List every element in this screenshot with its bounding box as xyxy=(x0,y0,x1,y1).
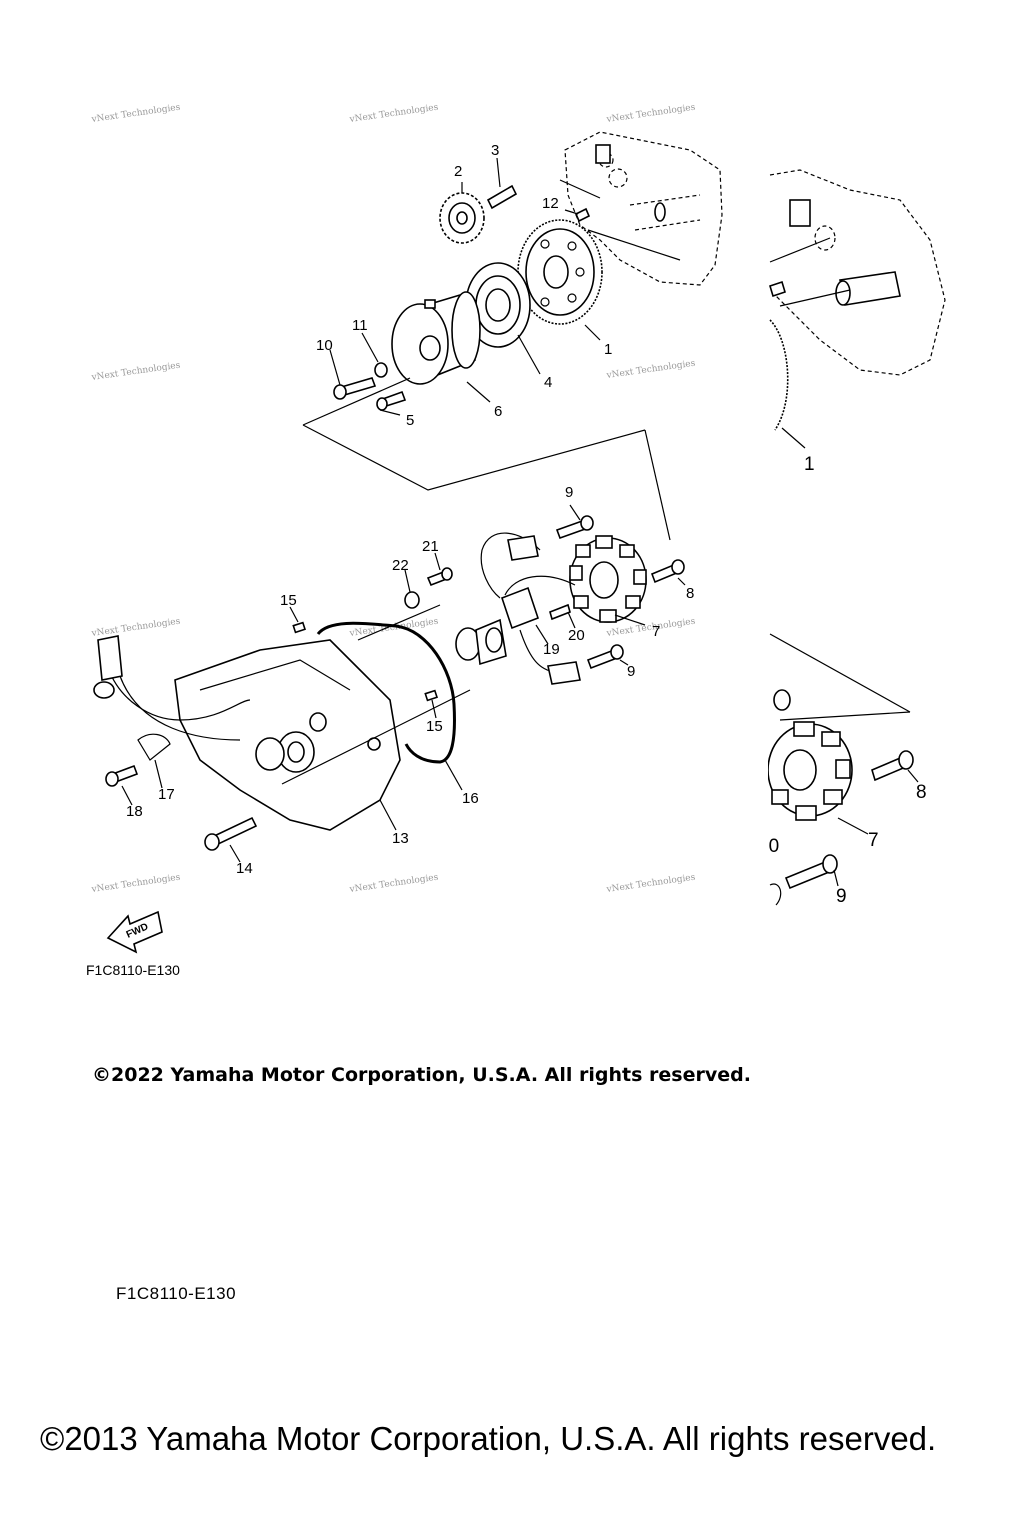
callout-17: 17 xyxy=(158,786,175,803)
watermark: vNext Technologies xyxy=(90,103,181,126)
stator-coil xyxy=(569,535,647,623)
detail-callout-7: 7 xyxy=(868,830,879,851)
detail-crankcase-view: 1 xyxy=(769,169,946,475)
callout-16: 16 xyxy=(462,790,479,807)
detail-callout-1: 1 xyxy=(804,454,815,475)
idle-gear xyxy=(439,192,485,244)
pickup-coil xyxy=(500,586,540,630)
oil-seal xyxy=(455,618,507,666)
assembly-axis-line xyxy=(281,689,471,785)
assembly-axis-line xyxy=(357,604,441,641)
assembly-bracket-line xyxy=(587,229,681,261)
wire-clamp xyxy=(507,535,539,561)
cover-bolt xyxy=(204,816,258,851)
assembly-bracket-line xyxy=(559,179,601,199)
watermark: vNext Technologies xyxy=(348,873,439,896)
woodruff-key xyxy=(574,207,591,223)
crankcase-outline xyxy=(564,131,723,286)
dowel-pin xyxy=(424,689,438,702)
callout-15: 15 xyxy=(426,718,443,735)
callout-7: 7 xyxy=(652,623,660,640)
callout-14: 14 xyxy=(236,860,253,877)
callout-15: 15 xyxy=(280,592,297,609)
bolt xyxy=(549,603,571,621)
watermark: vNext Technologies xyxy=(90,617,181,640)
assembly-bracket-line xyxy=(302,377,411,426)
shaft xyxy=(486,184,518,210)
stator-bolt xyxy=(555,515,594,540)
callout-19: 19 xyxy=(543,641,560,658)
detail-callout-9: 9 xyxy=(836,886,847,907)
watermark-group: vNext Technologies vNext Technologies vN… xyxy=(90,103,696,896)
washer xyxy=(374,362,388,378)
watermark: vNext Technologies xyxy=(90,873,181,896)
callout-10: 10 xyxy=(316,337,333,354)
watermark: vNext Technologies xyxy=(605,359,696,382)
starter-wheel-gear xyxy=(517,219,603,325)
watermark: vNext Technologies xyxy=(605,103,696,126)
callout-3: 3 xyxy=(491,142,499,159)
detail-crop-mask xyxy=(740,140,768,930)
copyright-2013: ©2013 Yamaha Motor Corporation, U.S.A. A… xyxy=(40,1420,937,1457)
detail-stator-view: 7 8 9 20 xyxy=(758,633,927,907)
generator-cover xyxy=(174,639,401,831)
watermark: vNext Technologies xyxy=(348,617,439,640)
detail-callout-8: 8 xyxy=(916,782,927,803)
callout-1: 1 xyxy=(604,341,612,358)
watermark: vNext Technologies xyxy=(348,103,439,126)
stator-bolt xyxy=(650,559,685,584)
fwd-direction-arrow: FWD xyxy=(106,910,163,954)
drawing-code-small: F1C8110-E130 xyxy=(86,962,180,978)
callout-4: 4 xyxy=(544,374,552,391)
callout-2: 2 xyxy=(454,163,462,180)
callout-22: 22 xyxy=(392,557,409,574)
callout-8: 8 xyxy=(686,585,694,602)
assembly-axis-line xyxy=(644,429,671,541)
callout-11: 11 xyxy=(352,317,368,334)
assembly-bracket-line xyxy=(302,424,646,491)
callout-labels: 1 2 3 4 5 6 7 8 9 9 10 11 12 13 14 15 15… xyxy=(126,142,694,877)
cover-gasket xyxy=(316,621,456,764)
stator-lead-wire xyxy=(504,575,576,596)
callout-21: 21 xyxy=(422,538,439,555)
wire-clamp xyxy=(137,733,171,761)
callout-20: 20 xyxy=(568,627,585,644)
watermark: vNext Technologies xyxy=(90,361,181,384)
washer xyxy=(404,591,420,609)
bolt xyxy=(105,764,139,787)
watermark: vNext Technologies xyxy=(605,873,696,896)
copyright-2022: ©2022 Yamaha Motor Corporation, U.S.A. A… xyxy=(92,1064,751,1086)
grommet xyxy=(547,661,581,685)
callout-13: 13 xyxy=(392,830,409,847)
callout-9: 9 xyxy=(565,484,573,501)
bolt xyxy=(376,390,407,411)
callout-18: 18 xyxy=(126,803,143,820)
callout-9: 9 xyxy=(627,663,635,680)
drawing-code-large: F1C8110-E130 xyxy=(116,1284,237,1303)
callout-12: 12 xyxy=(542,195,559,212)
dowel-pin xyxy=(292,621,306,634)
callout-5: 5 xyxy=(406,412,414,429)
wire-harness xyxy=(93,635,251,741)
leader-lines xyxy=(121,157,686,863)
callout-6: 6 xyxy=(494,403,502,420)
pickup-bolt xyxy=(586,644,624,670)
screw xyxy=(426,567,453,587)
rotor-assembly xyxy=(391,291,481,385)
